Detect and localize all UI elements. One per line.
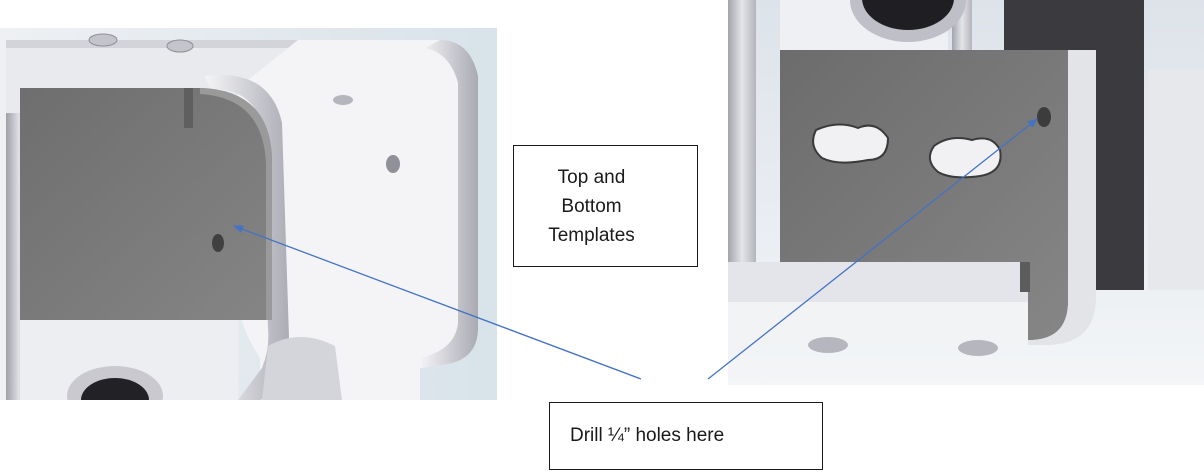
left-cad-drawing [0,28,497,400]
drill-callout-text: Drill ¼” holes here [570,425,725,446]
mounting-hole [386,155,400,173]
templates-label-line: Bottom [561,195,622,217]
templates-label-line: Templates [548,224,635,246]
left-cad-render [0,28,497,400]
left-post [728,0,756,300]
foot [958,340,998,356]
drill-callout-box: Drill ¼” holes here [549,402,823,470]
templates-label-box: Top and Bottom Templates [513,145,698,267]
template-plate [20,88,272,320]
slotted-hole [812,123,890,164]
right-cad-render [728,0,1204,385]
drill-hole [1037,107,1051,127]
template-notch [1020,262,1030,292]
drill-hole [212,234,224,252]
templates-label-line: Top and [557,166,626,188]
lower-channel [262,337,342,400]
mounting-hole [333,95,353,105]
screw-head [166,39,194,53]
right-cad-drawing [728,0,1204,385]
template-notch [184,88,193,128]
bottom-flange [728,300,1028,345]
bearing-hole [81,378,149,400]
screw-head [88,33,118,47]
bearing-hole [862,0,954,30]
slotted-hole [928,137,1002,179]
foot [808,337,848,353]
